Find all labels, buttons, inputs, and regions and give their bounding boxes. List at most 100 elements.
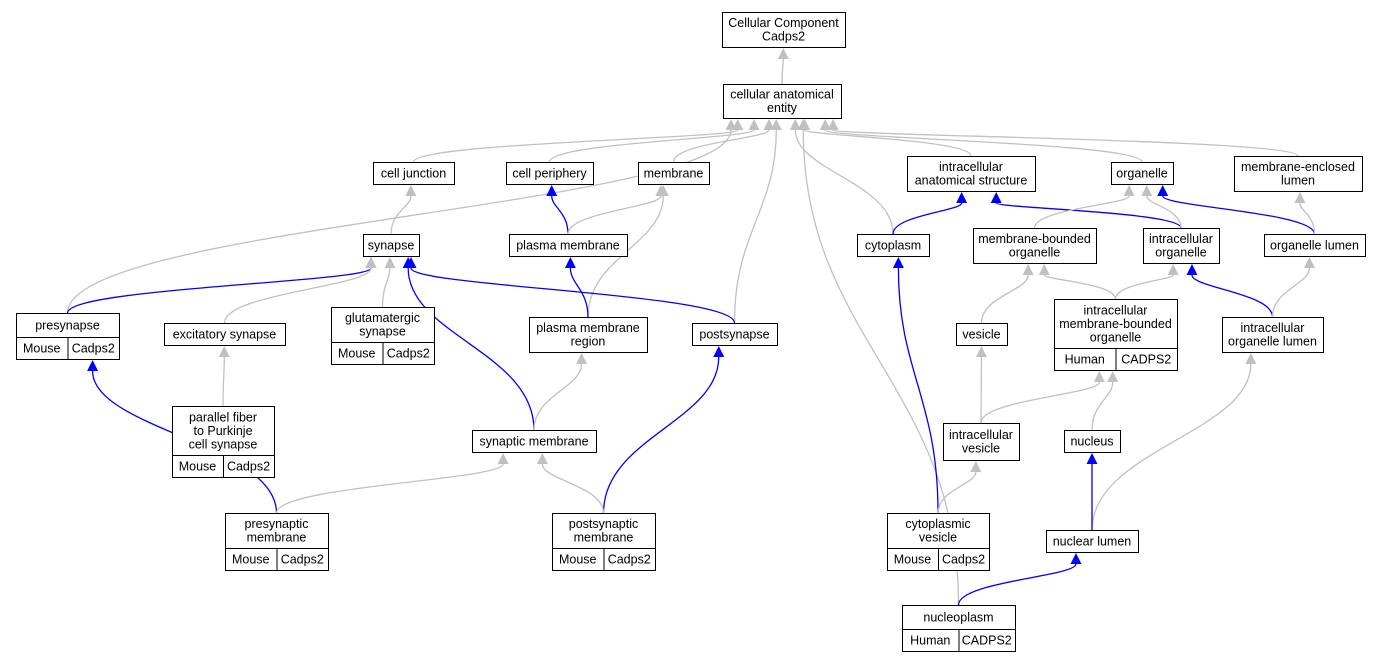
edge-line: [897, 267, 939, 514]
node-box: [1264, 234, 1366, 257]
node-label-line: membrane: [247, 531, 307, 545]
node-nucleus: nucleus: [1064, 430, 1121, 453]
edge-line: [672, 129, 770, 163]
arrowhead: [819, 119, 831, 130]
species-badge: Mouse: [887, 548, 939, 571]
node-label-line: vesicle: [919, 531, 957, 545]
node-label-line: region: [571, 335, 606, 349]
arrowhead: [1038, 264, 1050, 275]
badge-cell: [67, 337, 120, 360]
edge-line: [548, 129, 755, 163]
node-label-line: intracellular: [949, 428, 1013, 442]
edge-iv-to-vesicle: [975, 346, 987, 424]
edge-line: [275, 463, 504, 514]
node-label-line: membrane: [574, 531, 634, 545]
node-box: [529, 317, 648, 353]
edge-line: [222, 356, 225, 407]
arrowhead: [536, 453, 548, 464]
edge-presynapse-to-cae: [66, 119, 737, 314]
node-cytoplasm: cytoplasm: [857, 234, 930, 257]
edge-cyto-vesicle-to-cytoplasm: [892, 257, 939, 514]
edge-postsynapse-to-synapse: [405, 257, 736, 324]
edge-line: [804, 129, 972, 157]
arrowhead: [892, 257, 904, 268]
edge-presyn-mem-to-synaptic-membrane: [275, 453, 509, 514]
edge-imbo-to-io: [1114, 264, 1179, 300]
node-box: [373, 162, 455, 185]
gene-badge: Cadps2: [67, 337, 120, 360]
node-label-line: presynaptic: [245, 517, 309, 531]
edge-line: [1091, 363, 1252, 531]
gene-badge: Cadps2: [276, 548, 329, 571]
node-label-line: cell periphery: [512, 166, 587, 180]
arrowhead: [405, 185, 417, 196]
node-label-line: organelle: [1155, 246, 1206, 260]
edge-cyto-vesicle-to-iv: [937, 461, 982, 514]
arrowhead: [1294, 192, 1306, 203]
badge-text: Cadps2: [942, 552, 985, 566]
edge-line: [1191, 274, 1274, 318]
badge-cell: [938, 548, 990, 571]
arrowhead: [365, 257, 377, 268]
gene-badge: Cadps2: [223, 455, 275, 478]
arrowhead: [1245, 353, 1257, 364]
node-vesicle: vesicle: [956, 323, 1008, 346]
edge-ol-to-mel: [1294, 192, 1316, 235]
edge-cytoplasm-to-cae: [789, 119, 894, 235]
edge-nucleoplasm-to-nuclear-lumen: [957, 553, 1082, 606]
edge-line: [567, 195, 662, 235]
edge-line: [824, 129, 1143, 163]
edge-line: [995, 202, 1182, 229]
edge-line: [980, 381, 1101, 424]
edge-organelle-to-cae: [819, 119, 1143, 163]
arrowhead: [1167, 264, 1179, 275]
node-label-line: organelle: [1116, 166, 1167, 180]
node-box: [1111, 162, 1174, 185]
arrowhead: [1186, 264, 1198, 275]
edge-line: [66, 129, 732, 314]
edge-line: [410, 267, 736, 324]
node-label-line: synaptic membrane: [479, 434, 588, 448]
edge-layer: [66, 48, 1316, 606]
arrowhead: [1022, 264, 1034, 275]
edge-synapse-to-cell-junction: [390, 185, 417, 235]
badge-text: Cadps2: [281, 552, 324, 566]
node-plasma-membrane: plasma membrane: [509, 234, 628, 257]
node-label-line: to Purkinje: [193, 424, 252, 438]
edge-nuclear-lumen-to-nucleus: [1086, 453, 1098, 530]
arrowhead: [763, 119, 775, 130]
node-label-line: postsynaptic: [569, 517, 638, 531]
arrowhead: [713, 346, 725, 357]
edge-line: [1299, 202, 1316, 235]
node-label-line: nucleoplasm: [923, 610, 993, 624]
badge-text: Mouse: [23, 341, 61, 355]
badge-cell: [382, 342, 435, 365]
gene-badge: CADPS2: [1115, 348, 1178, 371]
arrowhead: [1141, 185, 1153, 196]
edge-postsyn-mem-to-postsynapse: [602, 346, 725, 514]
badge-cell: [1115, 348, 1178, 371]
node-label-line: membrane-bounded: [1059, 317, 1172, 331]
edge-membrane-to-cae: [672, 119, 775, 163]
edge-line: [1162, 195, 1316, 235]
badge-cell: [603, 548, 656, 571]
arrowhead: [1070, 553, 1082, 564]
edge-line: [412, 129, 739, 163]
node-label-line: entity: [767, 101, 798, 115]
edge-line: [1033, 195, 1130, 229]
edge-excitatory-to-synapse: [223, 257, 377, 324]
node-label-line: membrane-enclosed: [1241, 160, 1355, 174]
edge-cae-to-cc: [777, 48, 789, 85]
species-badge: Mouse: [552, 548, 605, 571]
edge-cell-periphery-to-cae: [548, 119, 760, 163]
node-label-line: cellular anatomical: [730, 88, 834, 102]
node-box: [363, 234, 420, 257]
species-badge: Mouse: [225, 548, 278, 571]
edge-line: [733, 129, 777, 324]
species-badge: Mouse: [172, 455, 224, 478]
